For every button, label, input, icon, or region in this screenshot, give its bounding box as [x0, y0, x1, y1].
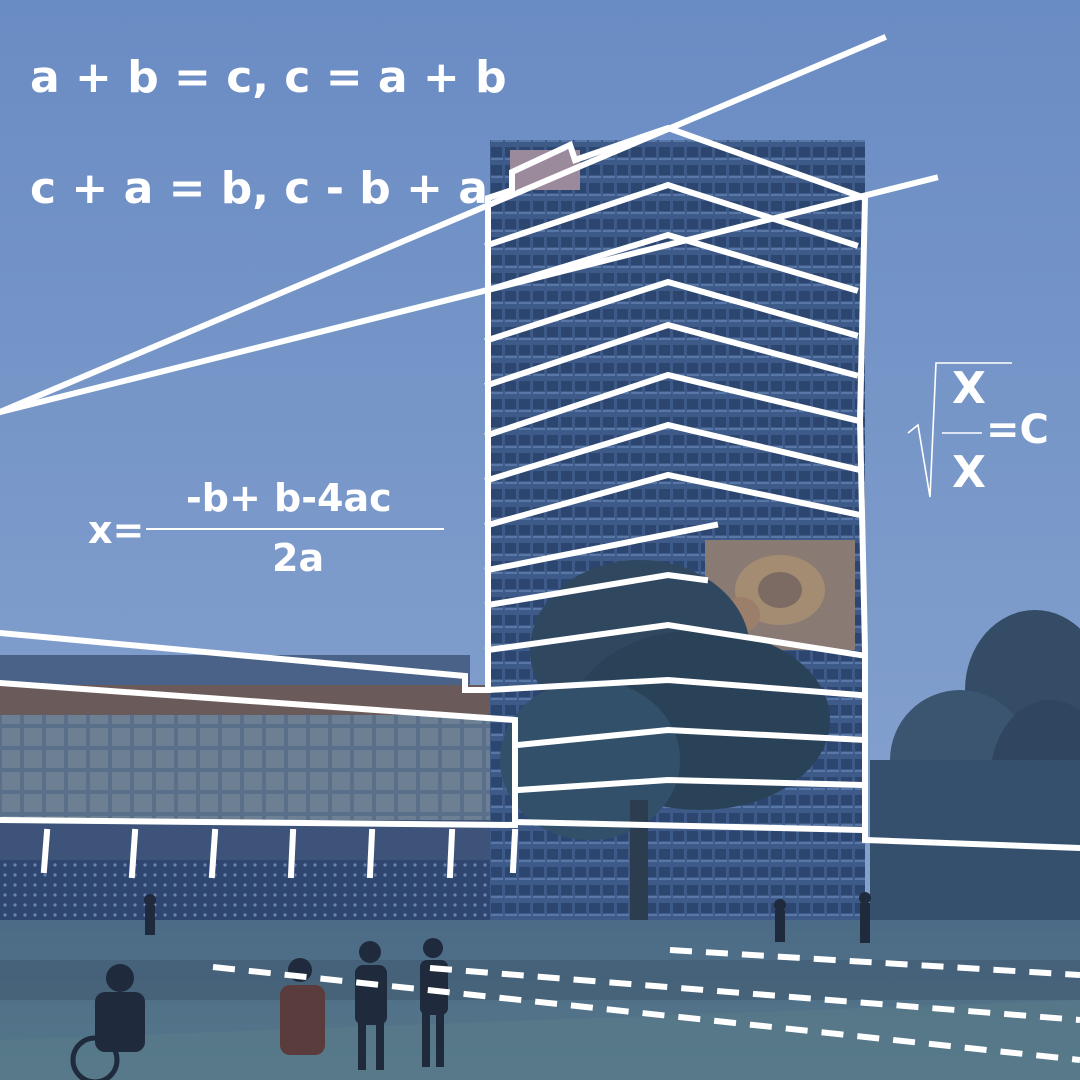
trees-right	[870, 610, 1080, 930]
people	[70, 892, 871, 1080]
quadratic-formula: x= -b+ b-4ac 2a	[88, 470, 448, 580]
radical-numerator: X	[952, 363, 986, 414]
tree-foreground	[500, 560, 830, 920]
quadratic-lhs: x=	[88, 508, 145, 552]
fraction-bar	[146, 528, 444, 530]
dashed-lines	[212, 947, 1080, 1063]
equation-line-2: c + a = b, c - b + a	[30, 163, 488, 214]
library-building	[0, 655, 520, 920]
radical-denominator: X	[952, 447, 986, 498]
quadratic-numerator: -b+ b-4ac	[186, 476, 392, 520]
radical-rhs: =C	[986, 407, 1049, 453]
quadratic-denominator: 2a	[272, 536, 325, 580]
radical-equation: X X =C	[900, 355, 1060, 505]
overlay-lines	[0, 34, 1080, 879]
equation-line-1: a + b = c, c = a + b	[30, 52, 507, 103]
radical-sign-icon	[907, 362, 1012, 498]
